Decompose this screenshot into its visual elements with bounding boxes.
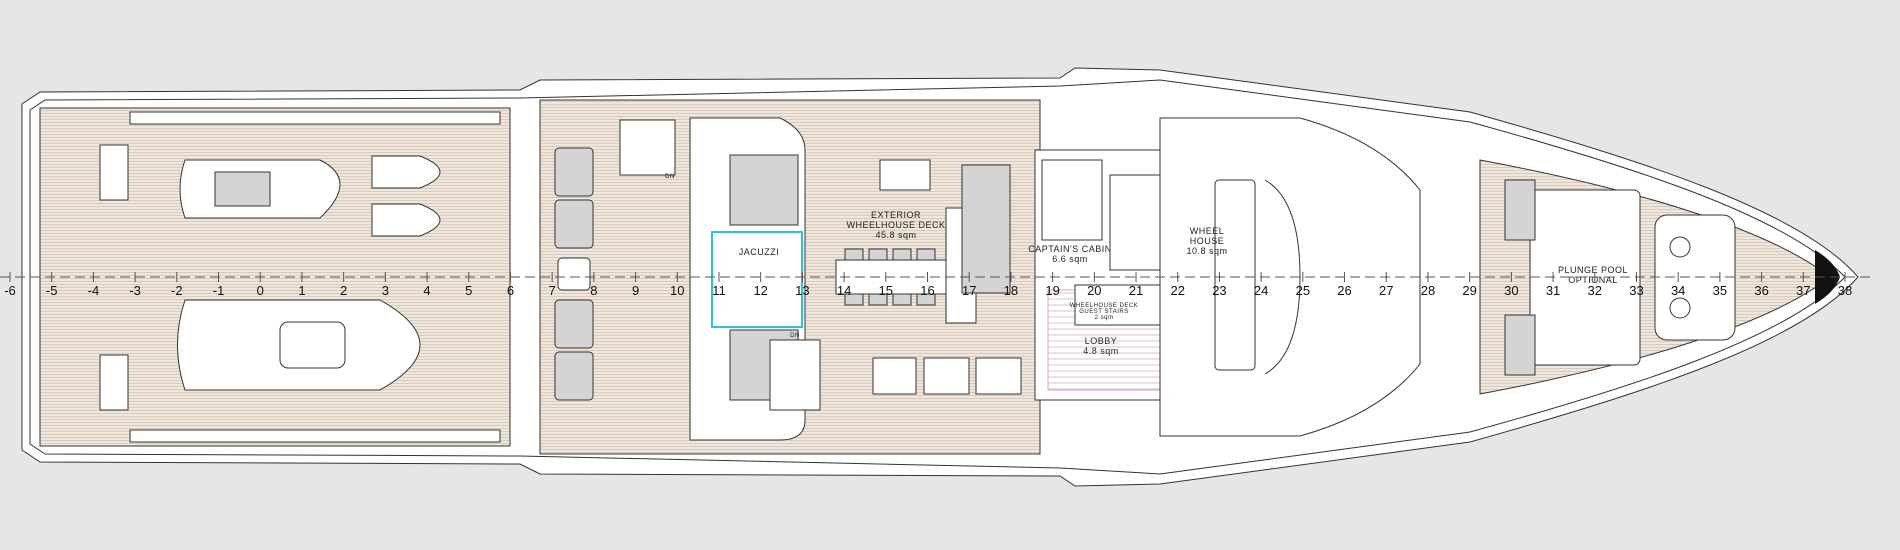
jacuzzi-pool bbox=[711, 231, 803, 328]
frame-number: 34 bbox=[1671, 283, 1685, 298]
frame-number: 32 bbox=[1588, 283, 1602, 298]
pool-side-bottom bbox=[1504, 314, 1536, 376]
frame-number: 0 bbox=[257, 283, 264, 298]
bow-locker bbox=[1815, 250, 1840, 304]
locker-bottom-1 bbox=[872, 357, 917, 395]
frame-number: 7 bbox=[549, 283, 556, 298]
windlass-top bbox=[1669, 236, 1691, 258]
frame-number: 3 bbox=[382, 283, 389, 298]
wheelhouse-settee bbox=[1214, 179, 1256, 371]
exterior-deck-label-2: WHEELHOUSE DECK bbox=[846, 220, 945, 230]
aft-rail-bottom bbox=[129, 429, 501, 443]
stern-locker-bottom bbox=[99, 354, 129, 411]
frame-number: 20 bbox=[1087, 283, 1101, 298]
stairs-label-2: GUEST STAIRS bbox=[1079, 309, 1128, 315]
frame-number: 27 bbox=[1379, 283, 1393, 298]
frame-number: 36 bbox=[1754, 283, 1768, 298]
frame-number: 11 bbox=[712, 283, 726, 298]
locker-bottom-3 bbox=[975, 357, 1022, 395]
frame-number: -3 bbox=[129, 283, 141, 298]
settee bbox=[961, 164, 1011, 294]
frame-number: 8 bbox=[590, 283, 597, 298]
lobby-label: LOBBY bbox=[1085, 336, 1118, 346]
frame-number: 4 bbox=[423, 283, 430, 298]
frame-number: 12 bbox=[753, 283, 767, 298]
jetski-1 bbox=[371, 155, 441, 189]
captain-cabin-label: CAPTAIN'S CABIN bbox=[1028, 244, 1112, 254]
frame-number: 1 bbox=[298, 283, 305, 298]
frame-number: 22 bbox=[1170, 283, 1184, 298]
frame-number: -1 bbox=[213, 283, 225, 298]
aft-stair-top bbox=[619, 119, 676, 176]
wheelhouse-area: 10.8 sqm bbox=[1186, 246, 1227, 256]
frame-number: 30 bbox=[1504, 283, 1518, 298]
plunge-pool-label: PLUNGE POOL bbox=[1558, 265, 1628, 275]
captain-bed bbox=[1041, 159, 1103, 241]
tender-large-seating bbox=[279, 321, 346, 369]
frame-number: 33 bbox=[1629, 283, 1643, 298]
frame-number: 15 bbox=[879, 283, 893, 298]
frame-number: 21 bbox=[1129, 283, 1143, 298]
stair-down-label-top: DN bbox=[665, 174, 675, 180]
frame-number: 29 bbox=[1462, 283, 1476, 298]
frame-number: 25 bbox=[1296, 283, 1310, 298]
wheelhouse-label-1: WHEEL bbox=[1190, 226, 1225, 236]
frame-number: 9 bbox=[632, 283, 639, 298]
dining-table bbox=[835, 259, 963, 295]
frame-number: -4 bbox=[88, 283, 100, 298]
jetski-2 bbox=[371, 203, 441, 237]
frame-number: 38 bbox=[1838, 283, 1852, 298]
stern-locker-top bbox=[99, 144, 129, 201]
frame-number: -2 bbox=[171, 283, 183, 298]
frame-number: 28 bbox=[1421, 283, 1435, 298]
aft-stair-bottom bbox=[769, 339, 821, 411]
wheelhouse-label-2: HOUSE bbox=[1190, 236, 1225, 246]
jacuzzi-label: JACUZZI bbox=[739, 247, 780, 257]
frame-number: 16 bbox=[920, 283, 934, 298]
jacuzzi-lounge-top bbox=[729, 154, 799, 226]
stair-down-label-bottom: DN bbox=[790, 333, 800, 339]
exterior-deck-area: 45.8 sqm bbox=[875, 230, 916, 240]
frame-number: 14 bbox=[837, 283, 851, 298]
captain-bathroom bbox=[1109, 174, 1161, 271]
pool-side-top bbox=[1504, 179, 1536, 241]
frame-number: 2 bbox=[340, 283, 347, 298]
frame-number: 13 bbox=[795, 283, 809, 298]
locker-bottom-2 bbox=[923, 357, 970, 395]
frame-number: 37 bbox=[1796, 283, 1810, 298]
frame-number: 10 bbox=[670, 283, 684, 298]
frame-number: -5 bbox=[46, 283, 58, 298]
stairs-label-1: WHEELHOUSE DECK bbox=[1070, 303, 1139, 309]
sunpads bbox=[554, 147, 594, 401]
frame-number: 24 bbox=[1254, 283, 1268, 298]
frame-number: 26 bbox=[1337, 283, 1351, 298]
frame-number: 17 bbox=[962, 283, 976, 298]
windlass-bottom bbox=[1669, 297, 1691, 319]
tender-small-console bbox=[214, 171, 271, 207]
stairs-area: 2 sqm bbox=[1095, 315, 1114, 321]
frame-number: 35 bbox=[1713, 283, 1727, 298]
exterior-deck-label-1: EXTERIOR bbox=[871, 210, 921, 220]
frame-number: -6 bbox=[4, 283, 16, 298]
plunge-pool-note: OPTIONAL bbox=[1568, 275, 1618, 285]
aft-rail-top bbox=[129, 111, 501, 125]
frame-number: 6 bbox=[507, 283, 514, 298]
frame-number: 23 bbox=[1212, 283, 1226, 298]
guest-stairs bbox=[1074, 284, 1171, 326]
frame-number: 31 bbox=[1546, 283, 1560, 298]
frame-number: 5 bbox=[465, 283, 472, 298]
captain-cabin-area: 6.6 sqm bbox=[1052, 254, 1088, 264]
frame-number: 19 bbox=[1045, 283, 1059, 298]
frame-number: 18 bbox=[1004, 283, 1018, 298]
lobby-area: 4.8 sqm bbox=[1083, 346, 1119, 356]
locker-top bbox=[879, 159, 931, 191]
